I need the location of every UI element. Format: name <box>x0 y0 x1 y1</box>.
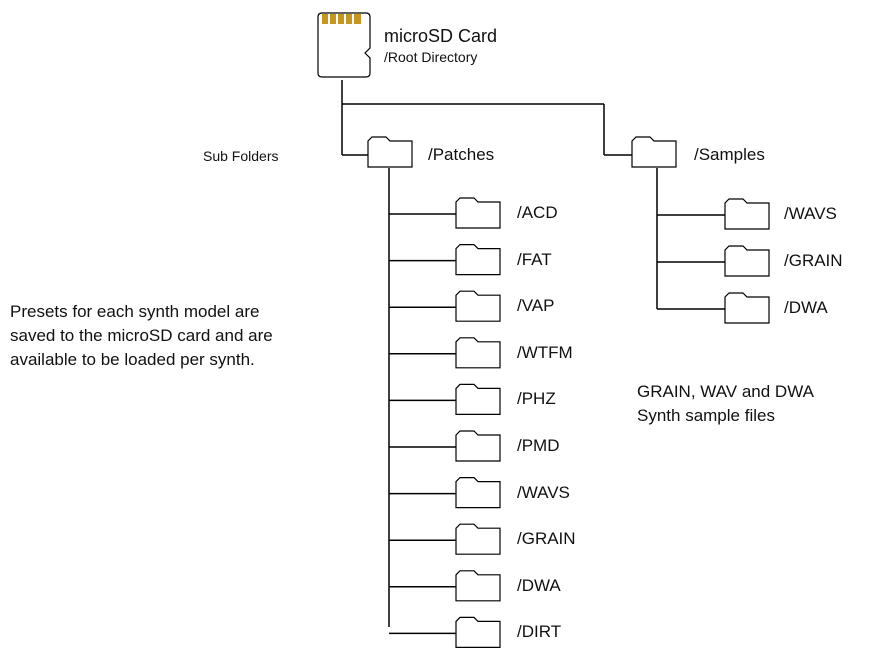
patches-note-line: Presets for each synth model are <box>10 302 260 321</box>
samples-subfolder-folder-icon <box>724 198 770 230</box>
samples-subfolder-folder-icon <box>724 245 770 277</box>
patches-subfolder-folder-label[interactable]: /FAT <box>517 249 552 269</box>
patches-subfolder-folder-icon <box>455 430 501 462</box>
patches-subfolder-folder-icon <box>455 477 501 509</box>
patches-subfolder-folder-icon <box>455 616 501 648</box>
patches-note-line: available to be loaded per synth. <box>10 350 255 369</box>
samples-folder-label[interactable]: /Samples <box>694 145 765 164</box>
patches-subfolder-folder-icon <box>455 337 501 369</box>
samples-note-line: GRAIN, WAV and DWA <box>637 382 814 401</box>
subfolders-label: Sub Folders <box>203 148 279 164</box>
samples-folder-icon <box>631 136 677 168</box>
patches-subfolder-folder-icon <box>455 197 501 229</box>
patches-note-line: saved to the microSD card and are <box>10 326 273 345</box>
patches-subfolder-folder-icon <box>455 570 501 602</box>
patches-subfolder-folder-label[interactable]: /WAVS <box>517 482 570 502</box>
patches-subfolder-folder-icon <box>455 383 501 415</box>
patches-subfolder-folder-label[interactable]: /WTFM <box>517 342 573 362</box>
card-subtitle: /Root Directory <box>384 49 478 65</box>
samples-children <box>657 198 770 324</box>
patches-children <box>389 197 501 648</box>
patches-subfolder-folder-icon <box>455 290 501 322</box>
root-connectors <box>341 80 632 156</box>
patches-folder-icon <box>367 136 413 168</box>
patches-subfolder-folder-label[interactable]: /PHZ <box>517 389 556 409</box>
patches-subfolder-folder-label[interactable]: /PMD <box>517 436 560 455</box>
patches-subfolder-folder-icon <box>455 523 501 555</box>
samples-subfolder-folder-label[interactable]: /WAVS <box>784 204 837 223</box>
patches-subfolder-folder-label[interactable]: /ACD <box>517 203 558 222</box>
samples-subfolder-folder-label[interactable]: /DWA <box>784 298 828 317</box>
samples-note-line: Synth sample files <box>637 406 775 425</box>
patches-subfolder-folder-label[interactable]: /DIRT <box>517 622 562 642</box>
samples-note: GRAIN, WAV and DWA Synth sample files <box>637 380 814 428</box>
samples-subfolder-folder-icon <box>724 292 770 324</box>
patches-subfolder-folder-label[interactable]: /DWA <box>517 575 561 595</box>
patches-note: Presets for each synth model are saved t… <box>10 300 273 372</box>
patches-subfolder-folder-icon <box>455 244 501 276</box>
samples-subfolder-folder-label[interactable]: /GRAIN <box>784 251 843 270</box>
card-title: microSD Card <box>384 26 498 46</box>
patches-folder-label[interactable]: /Patches <box>428 145 495 164</box>
microsd-card-icon <box>317 12 371 78</box>
patches-subfolder-folder-label[interactable]: /VAP <box>517 296 555 316</box>
patches-subfolder-folder-label[interactable]: /GRAIN <box>517 529 576 549</box>
